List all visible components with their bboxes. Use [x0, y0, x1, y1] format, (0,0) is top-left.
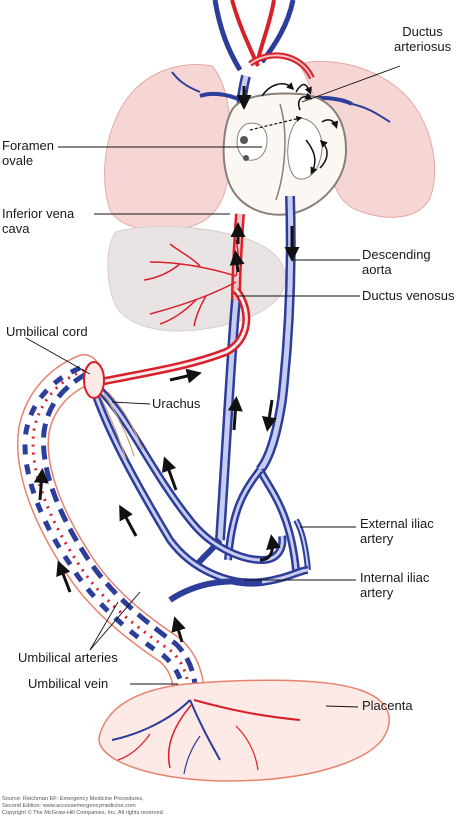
credit-copyright: Copyright © The McGraw-Hill Companies, I…	[2, 810, 165, 816]
label-external-iliac-artery: External iliac artery	[360, 516, 434, 546]
descending-aorta	[255, 195, 296, 474]
leader-lines	[25, 65, 401, 708]
label-internal-iliac-artery: Internal iliac artery	[360, 570, 430, 600]
label-urachus: Urachus	[152, 396, 201, 411]
credit-source: Source: Reichman EF: Emergency Medicine …	[2, 796, 144, 802]
heart	[222, 82, 348, 216]
placenta	[98, 679, 390, 782]
label-placenta: Placenta	[362, 698, 413, 713]
umbilical-artery-loops	[92, 387, 309, 603]
label-inferior-vena-cava: Inferior vena cava	[2, 206, 75, 236]
label-foramen-ovale: Foramen ovale	[2, 138, 55, 168]
label-descending-aorta: Descending aorta	[362, 247, 431, 277]
label-ductus-arteriosus: Ductus arteriosus	[394, 24, 452, 54]
umbilical-cord	[17, 354, 205, 716]
flow-arrows	[33, 86, 300, 643]
label-umbilical-vein: Umbilical vein	[28, 676, 109, 691]
label-ductus-venosus: Ductus venosus	[362, 288, 455, 303]
label-umbilical-arteries: Umbilical arteries	[18, 650, 118, 665]
iliac-vessels	[193, 467, 311, 571]
urachus	[99, 391, 143, 461]
umbilical-vein-path	[99, 287, 251, 386]
label-umbilical-cord: Umbilical cord	[6, 324, 88, 339]
credit-edition: Second Edition: www.accessemergencymedic…	[2, 803, 136, 809]
